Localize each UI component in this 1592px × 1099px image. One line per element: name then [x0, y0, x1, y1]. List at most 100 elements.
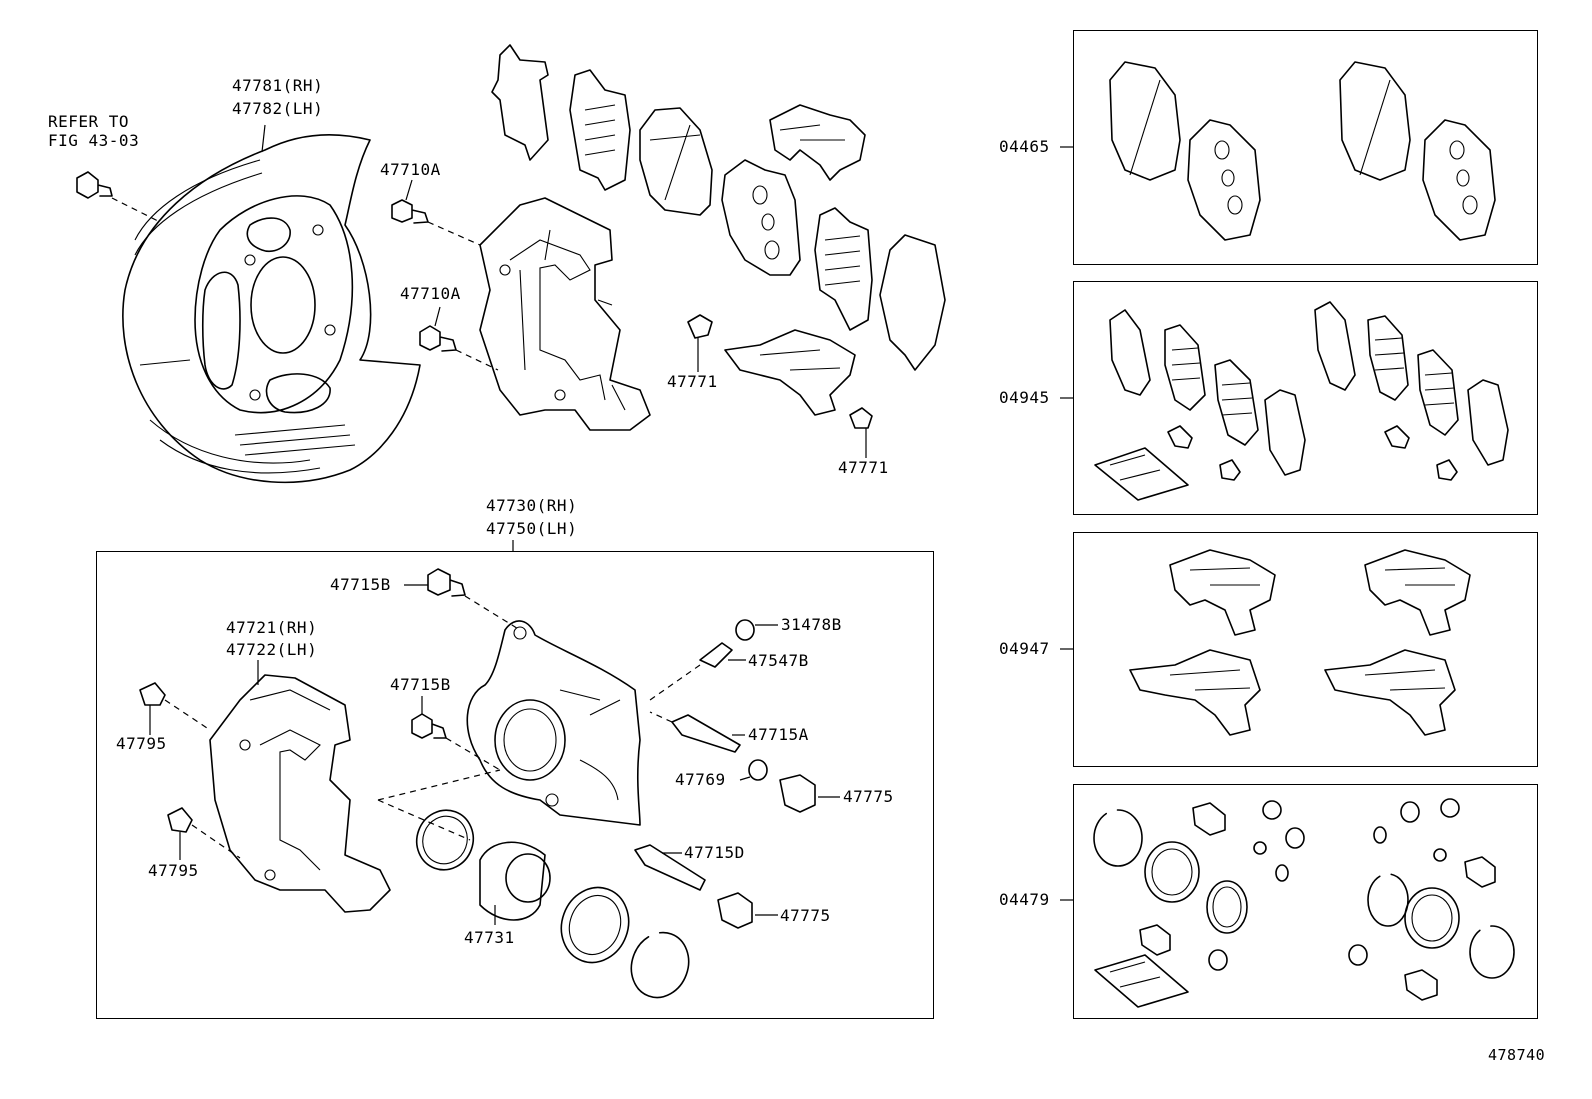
brake-pad-backing-icon: [1422, 119, 1496, 241]
part-label-47721[interactable]: 47721(RH): [226, 618, 318, 637]
part-label-47710a[interactable]: 47710A: [380, 160, 441, 179]
bushing-icon: [1373, 826, 1387, 844]
slide-pin-icon: [634, 844, 706, 891]
part-label-47775[interactable]: 47775: [780, 906, 831, 925]
anti-squeal-shim-icon: [491, 44, 549, 161]
clip-icon: [849, 407, 873, 429]
part-label-47710a[interactable]: 47710A: [400, 284, 461, 303]
slide-pin-icon: [671, 714, 741, 753]
caliper-mounting-icon: [209, 674, 391, 913]
clip-icon: [687, 314, 713, 339]
bolt-icon: [411, 713, 447, 739]
bushing-icon: [1253, 841, 1267, 855]
bolt-icon: [76, 171, 113, 199]
ring-icon: [1367, 873, 1409, 927]
bolt-icon: [419, 325, 457, 352]
part-label-47731[interactable]: 47731: [464, 928, 515, 947]
bushing-icon: [1275, 864, 1289, 882]
pad-support-plate-icon: [1364, 549, 1471, 636]
bushing-icon: [1440, 798, 1460, 818]
part-label-47771[interactable]: 47771: [667, 372, 718, 391]
bolt-icon: [391, 199, 429, 224]
kit-label-04465[interactable]: 04465: [999, 137, 1050, 156]
dust-shield-icon: [122, 134, 421, 484]
kit-box-04945[interactable]: [1073, 281, 1538, 515]
ring-icon: [1093, 809, 1143, 867]
part-label-47775[interactable]: 47775: [843, 787, 894, 806]
anti-squeal-shim-icon: [814, 207, 873, 331]
bolt-icon: [427, 568, 466, 597]
washer-icon: [1285, 827, 1305, 849]
clip-icon: [1219, 459, 1241, 481]
part-label-47722[interactable]: 47722(LH): [226, 640, 318, 659]
piston-seal-icon: [1144, 841, 1200, 903]
bleeder-cap-icon: [735, 619, 755, 641]
part-label-47781[interactable]: 47781(RH): [232, 76, 324, 95]
pad-support-plate-icon: [1324, 649, 1456, 736]
part-label-47715b[interactable]: 47715B: [390, 675, 451, 694]
piston-seal-icon: [415, 809, 475, 871]
boot-icon: [1464, 856, 1496, 888]
ring-icon: [630, 931, 690, 999]
bleeder-plug-icon: [699, 642, 733, 668]
clip-icon: [1167, 425, 1193, 449]
brake-pad-icon: [1339, 61, 1411, 181]
kit-label-04479[interactable]: 04479: [999, 890, 1050, 909]
pad-support-plate-icon: [1169, 549, 1276, 636]
piston-boot-icon: [560, 886, 630, 964]
anti-squeal-shim-icon: [1214, 359, 1259, 446]
anti-squeal-shim-icon: [1314, 301, 1356, 391]
kit-label-04947[interactable]: 04947: [999, 639, 1050, 658]
caliper-assembly-box: [96, 551, 934, 1019]
part-label-47769[interactable]: 47769: [675, 770, 726, 789]
kit-box-04947[interactable]: [1073, 532, 1538, 767]
refer-to-label: REFER TO: [48, 112, 130, 131]
boot-icon: [779, 774, 816, 813]
piston-icon: [479, 841, 551, 921]
washer-icon: [139, 682, 166, 706]
pad-support-plate-icon: [769, 104, 866, 181]
ring-icon: [1469, 925, 1515, 979]
brake-pad-backing-icon: [721, 159, 801, 276]
pad-support-plate-icon: [1129, 649, 1261, 736]
part-label-47715b[interactable]: 47715B: [330, 575, 391, 594]
brake-pad-backing-icon: [1187, 119, 1261, 241]
kit-label-04945[interactable]: 04945: [999, 388, 1050, 407]
anti-squeal-shim-icon: [1109, 309, 1151, 396]
diagram-id: 478740: [1488, 1046, 1546, 1064]
part-label-47782[interactable]: 47782(LH): [232, 99, 324, 118]
bushing-icon: [1433, 848, 1447, 862]
anti-squeal-shim-icon: [1417, 349, 1459, 436]
washer-icon: [1208, 949, 1228, 971]
part-label-47730[interactable]: 47730(RH): [486, 496, 578, 515]
boot-icon: [1404, 969, 1438, 1001]
boot-icon: [717, 892, 753, 929]
kit-box-04479[interactable]: [1073, 784, 1538, 1019]
anti-squeal-shim-icon: [1264, 389, 1306, 476]
washer-icon: [167, 807, 193, 833]
refer-fig-link[interactable]: FIG 43-03: [48, 131, 140, 150]
part-label-47547b[interactable]: 47547B: [748, 651, 809, 670]
part-label-47795[interactable]: 47795: [148, 861, 199, 880]
part-label-47795[interactable]: 47795: [116, 734, 167, 753]
part-label-47715d[interactable]: 47715D: [684, 843, 745, 862]
anti-squeal-shim-icon: [879, 234, 946, 371]
torque-plate-icon: [479, 197, 651, 431]
anti-squeal-shim-icon: [569, 69, 631, 191]
part-label-47771[interactable]: 47771: [838, 458, 889, 477]
washer-icon: [1400, 801, 1420, 823]
kit-box-04465[interactable]: [1073, 30, 1538, 265]
anti-squeal-shim-icon: [1367, 315, 1409, 401]
part-label-47715a[interactable]: 47715A: [748, 725, 809, 744]
part-label-31478b[interactable]: 31478B: [781, 615, 842, 634]
brake-pad-icon: [639, 107, 713, 216]
clip-icon: [1436, 459, 1458, 481]
clip-icon: [1384, 425, 1410, 449]
pad-support-plate-icon: [724, 329, 856, 416]
washer-icon: [1348, 944, 1368, 966]
caliper-body-icon: [466, 620, 641, 826]
part-label-47750[interactable]: 47750(LH): [486, 519, 578, 538]
boot-icon: [1139, 924, 1171, 956]
